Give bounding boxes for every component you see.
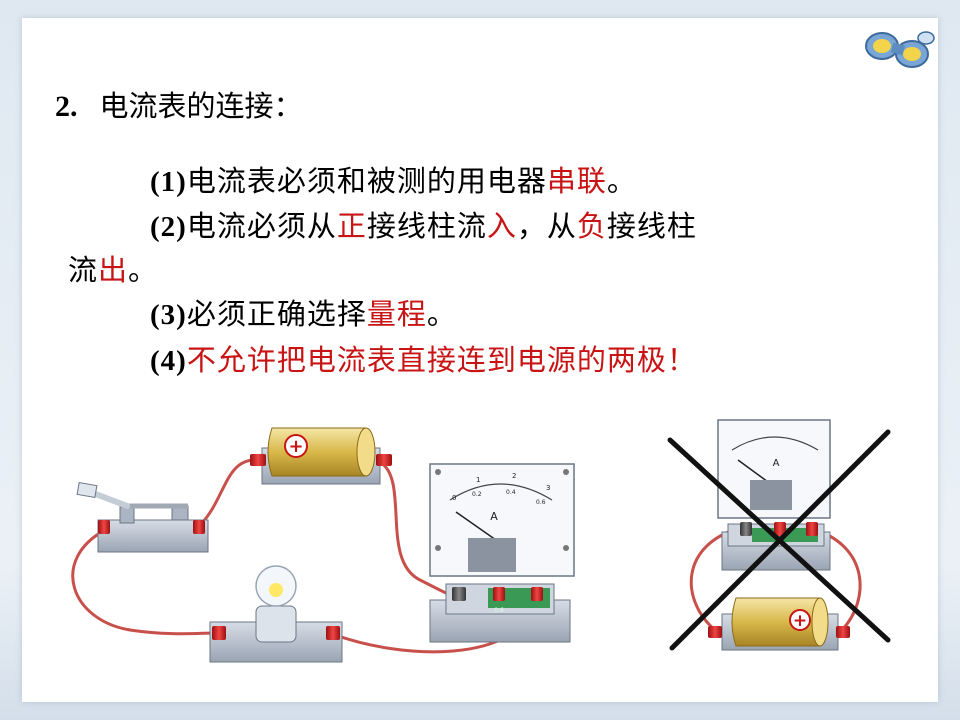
ammeter-left: A 0 1 2 3 0.2 0.4 0.6 0.6 xyxy=(429,463,575,643)
scale-top-3: 3 xyxy=(546,484,550,492)
point-2-cont-end: 。 xyxy=(128,253,159,287)
point-2-negative: 负 xyxy=(576,209,607,243)
point-2-text-d: 接线柱 xyxy=(606,209,697,243)
section-title: 电流表的连接： xyxy=(99,89,303,123)
point-2-number: (2) xyxy=(150,211,187,243)
switch xyxy=(76,481,209,553)
scale-top-0: 0 xyxy=(452,494,456,502)
wrong-circuit: A + xyxy=(689,419,862,651)
point-1: (1)电流表必须和被测的用电器串联。 xyxy=(150,158,637,200)
point-2-text-b: 接线柱流 xyxy=(366,209,487,243)
point-4-number: (4) xyxy=(150,345,187,377)
point-2: (2)电流必须从正接线柱流入，从负接线柱 xyxy=(150,203,697,245)
binoculars-icon xyxy=(865,31,935,68)
scale-top-1: 1 xyxy=(476,476,480,484)
point-2-out: 出 xyxy=(98,253,129,287)
terminal-label-06: 0.6 xyxy=(494,607,504,614)
point-1-number: (1) xyxy=(150,166,187,198)
section-number: 2. xyxy=(55,90,78,123)
point-3-highlight: 量程 xyxy=(366,297,427,331)
scale-bottom-2: 0.4 xyxy=(506,489,516,496)
section-heading: 2. 电流表的连接： xyxy=(55,83,303,125)
prohibited-cross-icon xyxy=(667,429,891,651)
point-2-text-c: ，从 xyxy=(516,209,577,243)
battery-right-plus: + xyxy=(793,611,807,631)
point-2-in: 入 xyxy=(486,209,517,243)
lamp xyxy=(209,565,343,663)
point-4-warning: 不允许把电流表直接连到电源的两极！ xyxy=(186,343,697,377)
ammeter-left-unit: A xyxy=(490,510,498,523)
ammeter-right-unit: A xyxy=(773,458,780,469)
point-1-end: 。 xyxy=(606,164,637,198)
point-1-text: 电流表必须和被测的用电器 xyxy=(186,164,547,198)
scale-bottom-1: 0.2 xyxy=(472,491,482,498)
scale-top-2: 2 xyxy=(512,472,516,480)
point-1-highlight: 串联 xyxy=(546,164,607,198)
battery-left: + xyxy=(250,427,392,485)
point-3-end: 。 xyxy=(426,297,457,331)
point-2-cont-text: 流 xyxy=(68,253,99,287)
point-4: (4)不允许把电流表直接连到电源的两极！ xyxy=(150,337,697,379)
point-2-text-a: 电流必须从 xyxy=(186,209,337,243)
point-2-continued: 流出。 xyxy=(68,247,158,289)
point-2-positive: 正 xyxy=(336,209,367,243)
battery-left-plus: + xyxy=(288,436,303,457)
point-3-number: (3) xyxy=(150,299,187,331)
point-3: (3)必须正确选择量程。 xyxy=(150,291,457,333)
point-3-text: 必须正确选择 xyxy=(186,297,367,331)
scale-bottom-3: 0.6 xyxy=(536,499,546,506)
